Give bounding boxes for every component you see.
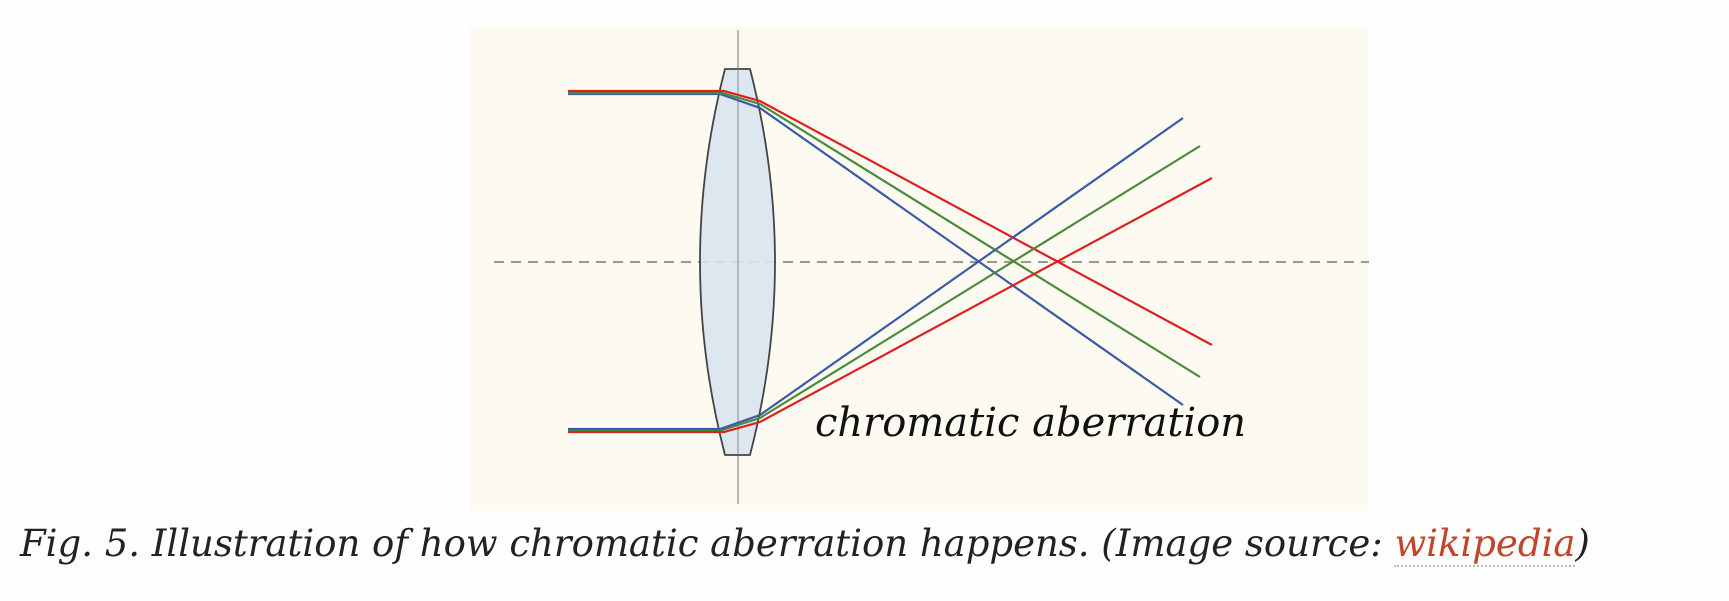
wikipedia-link[interactable]: wikipedia (1394, 522, 1576, 567)
bottom-ray-red (568, 177, 1213, 434)
top-ray-red (568, 89, 1213, 346)
figure-caption: Fig. 5. Illustration of how chromatic ab… (20, 522, 1590, 567)
figure-panel: chromatic aberration (470, 26, 1369, 511)
bottom-ray-bundle (568, 117, 1213, 434)
top-ray-bundle (568, 89, 1213, 406)
top-ray-blue (568, 92, 1184, 406)
diagram-label: chromatic aberration (815, 400, 1246, 446)
caption-text: Fig. 5. Illustration of how chromatic ab… (20, 522, 1395, 565)
caption-suffix: ) (1575, 522, 1590, 565)
bottom-ray-blue (568, 117, 1184, 431)
top-ray-green (568, 91, 1201, 378)
chromatic-aberration-diagram: chromatic aberration (494, 30, 1369, 504)
